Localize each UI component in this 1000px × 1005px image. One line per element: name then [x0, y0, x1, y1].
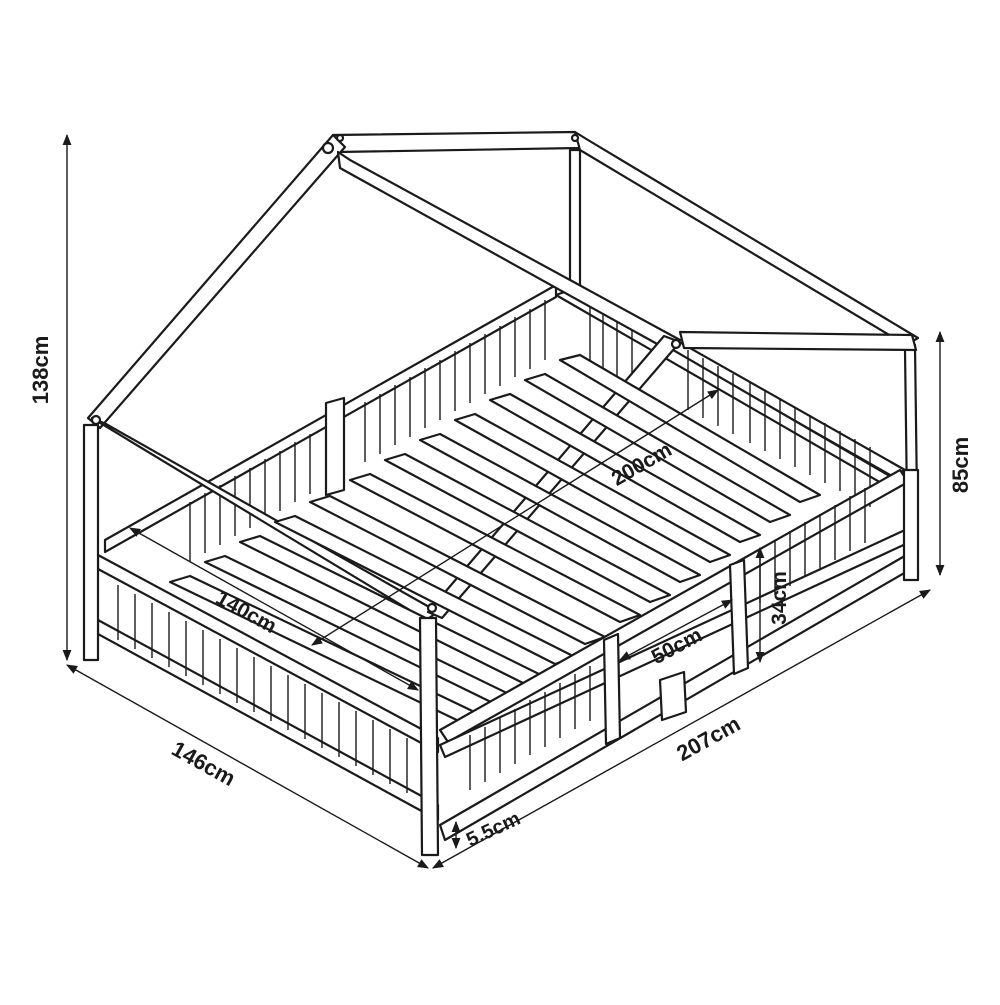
label-total-height: 138cm	[28, 336, 53, 405]
label-side-height: 85cm	[948, 437, 973, 493]
label-rail-height: 34cm	[768, 571, 791, 625]
label-entry-opening: 50cm	[648, 623, 706, 669]
label-width: 146cm	[168, 736, 240, 791]
dimension-lines	[62, 133, 945, 869]
label-length: 207cm	[672, 711, 744, 766]
